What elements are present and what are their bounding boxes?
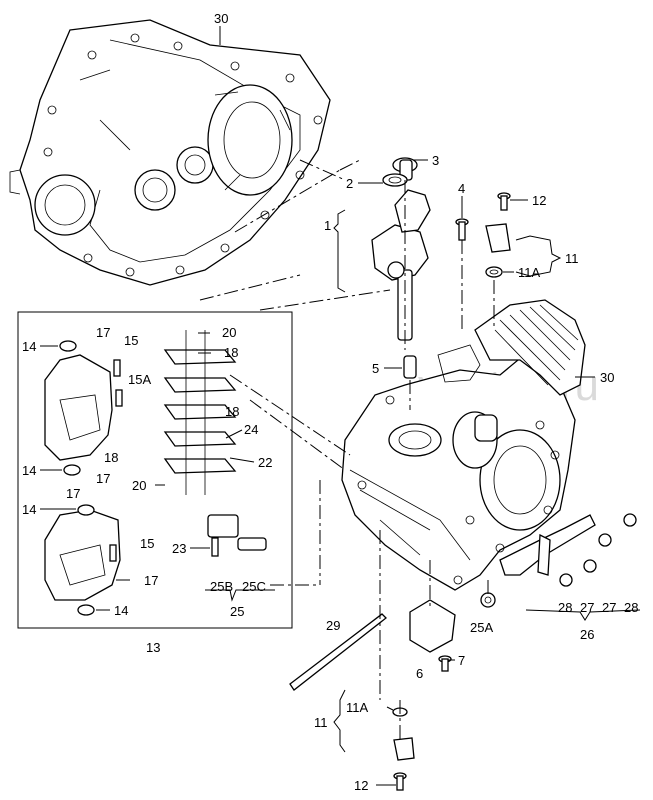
callout-22: 22 bbox=[258, 455, 272, 470]
callout-23: 23 bbox=[172, 541, 186, 556]
bolt-12-top bbox=[485, 192, 511, 278]
transmission-housing-upper bbox=[9, 19, 331, 286]
transmission-housing-main bbox=[341, 299, 586, 591]
callout-11A-bottom: 11A bbox=[346, 700, 368, 715]
rod-29 bbox=[289, 613, 387, 691]
callout-25A: 25A bbox=[470, 620, 493, 635]
nut-25A bbox=[480, 592, 496, 608]
callout-14-b: 14 bbox=[22, 463, 36, 478]
callout-17-c: 17 bbox=[66, 486, 80, 501]
shift-rail-assembly-box bbox=[17, 311, 293, 629]
callout-28-a: 28 bbox=[558, 600, 572, 615]
callout-26: 26 bbox=[580, 627, 594, 642]
callout-12-top: 12 bbox=[532, 193, 546, 208]
callout-15A: 15A bbox=[128, 372, 151, 387]
callout-7: 7 bbox=[458, 653, 465, 668]
callout-3: 3 bbox=[432, 153, 439, 168]
callout-15-b: 15 bbox=[140, 536, 154, 551]
callout-5: 5 bbox=[372, 361, 379, 376]
callout-14-a: 14 bbox=[22, 339, 36, 354]
callout-14-c: 14 bbox=[22, 502, 36, 517]
bolt-4 bbox=[455, 218, 469, 241]
callout-4: 4 bbox=[458, 181, 465, 196]
callout-12-bottom: 12 bbox=[354, 778, 368, 793]
callout-20-b: 20 bbox=[132, 478, 146, 493]
callout-27-b: 27 bbox=[602, 600, 616, 615]
callout-11-bottom: 11 bbox=[314, 715, 328, 730]
bush-11-bottom bbox=[392, 707, 415, 791]
callout-30-right: 30 bbox=[600, 370, 614, 385]
braces bbox=[205, 209, 641, 753]
assembly-lines bbox=[199, 159, 495, 740]
callout-17-a: 17 bbox=[96, 325, 110, 340]
callout-20-top: 20 bbox=[222, 325, 236, 340]
callout-24: 24 bbox=[244, 422, 258, 437]
callout-18-c: 18 bbox=[104, 450, 118, 465]
callout-17-b: 17 bbox=[96, 471, 110, 486]
callout-28-b: 28 bbox=[624, 600, 638, 615]
lever-26 bbox=[499, 513, 637, 587]
callout-27-a: 27 bbox=[580, 600, 594, 615]
callout-15-a: 15 bbox=[124, 333, 138, 348]
bracket-6 bbox=[409, 599, 456, 672]
callout-18-a: 18 bbox=[224, 345, 238, 360]
leader-lines bbox=[40, 26, 595, 786]
callout-13: 13 bbox=[146, 640, 160, 655]
callout-17-d: 17 bbox=[144, 573, 158, 588]
callout-11-top: 11 bbox=[565, 251, 579, 266]
callout-25B: 25B bbox=[210, 579, 233, 594]
callout-labels: 30 3 2 4 12 1 11 11A 20 14 17 15 18 5 30… bbox=[22, 11, 638, 793]
callout-6: 6 bbox=[416, 666, 423, 681]
callout-30-top: 30 bbox=[214, 11, 228, 26]
callout-1: 1 bbox=[324, 218, 331, 233]
callout-25: 25 bbox=[230, 604, 244, 619]
callout-14-d: 14 bbox=[114, 603, 128, 618]
callout-18-b: 18 bbox=[225, 404, 239, 419]
selector-mechanism bbox=[371, 157, 431, 379]
callout-25C: 25C bbox=[242, 579, 266, 594]
callout-11A-top: 11A bbox=[518, 265, 540, 280]
callout-2: 2 bbox=[346, 176, 353, 191]
callout-29: 29 bbox=[326, 618, 340, 633]
